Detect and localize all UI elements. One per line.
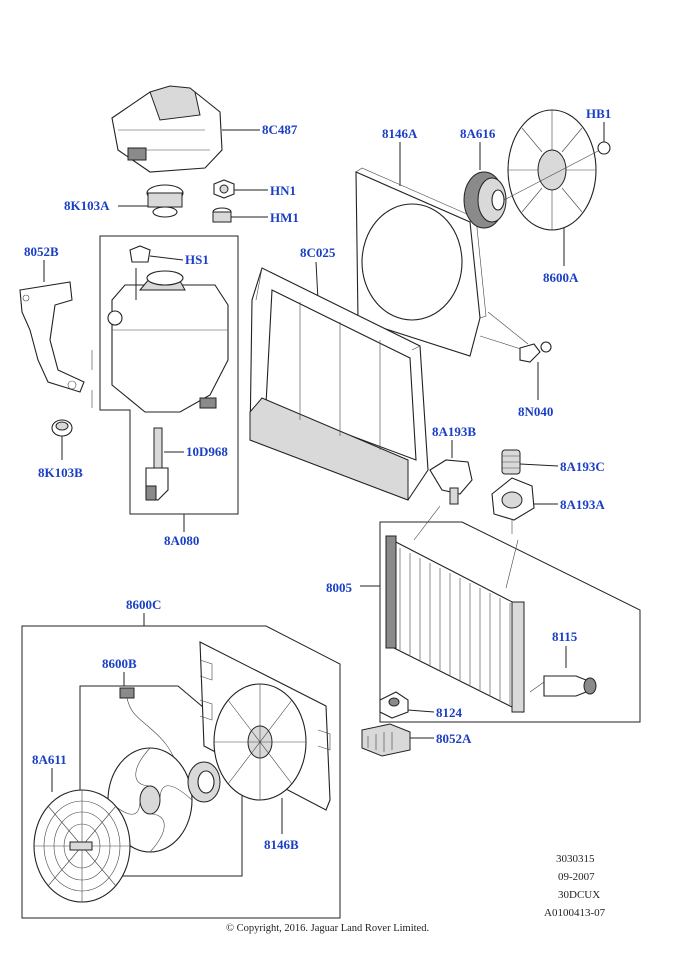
fan-motor-8600b-illustration: [107, 687, 221, 853]
part-label-8A193A: 8A193A: [560, 497, 605, 512]
part-label-8C487: 8C487: [262, 122, 298, 137]
part-label-8A616: 8A616: [460, 126, 496, 141]
viscous-coupling-illustration: [463, 171, 507, 229]
part-label-10D968: 10D968: [186, 444, 228, 459]
fan-cowl-8146a-illustration: [355, 167, 487, 357]
mount-8a193a-illustration: [491, 477, 558, 534]
sensor-8124-illustration: [379, 691, 435, 719]
grommet-8k103b-illustration: [51, 419, 73, 460]
part-label-8052B: 8052B: [24, 244, 59, 259]
mounting-bracket-8a193b-illustration: [429, 459, 473, 505]
part-label-8K103B: 8K103B: [38, 465, 83, 480]
level-sensor-10d968-illustration: [145, 427, 184, 501]
part-label-8600C: 8600C: [126, 597, 161, 612]
expansion-tank-illustration: [107, 268, 229, 413]
bracket-8052b-illustration: [19, 281, 85, 393]
part-label-HB1: HB1: [586, 106, 611, 121]
part-label-8124: 8124: [436, 705, 463, 720]
part-label-8A080: 8A080: [164, 533, 199, 548]
part-label-8A193B: 8A193B: [432, 424, 476, 439]
part-label-8K103A: 8K103A: [64, 198, 110, 213]
part-label-8N040: 8N040: [518, 404, 553, 419]
nut-hn1-illustration: [213, 179, 268, 199]
part-label-8146B: 8146B: [264, 837, 299, 852]
radiator-group-box: [379, 521, 641, 723]
radiator-8005-illustration: [385, 535, 525, 713]
expansion-tank-upper-illustration: [111, 85, 260, 173]
drain-plug-8115-illustration: [529, 675, 597, 697]
part-label-8146A: 8146A: [382, 126, 418, 141]
reference-line-1: 3030315: [556, 853, 595, 865]
fan-guard-8a611-illustration: [33, 789, 131, 903]
part-label-HN1: HN1: [270, 183, 296, 198]
resistor-8052a-illustration: [361, 723, 434, 757]
part-label-8005: 8005: [326, 580, 353, 595]
diagram-reference-block: 3030315 09-2007 30DCUX A0100413-07: [544, 853, 606, 919]
fan-shroud-8146b-illustration: [199, 641, 331, 811]
part-label-HS1: HS1: [185, 252, 209, 267]
part-label-8600A: 8600A: [543, 270, 579, 285]
reference-line-4: A0100413-07: [544, 907, 606, 919]
clip-8n040-illustration: [519, 341, 552, 400]
reference-line-3: 30DCUX: [558, 889, 600, 901]
copyright-notice: © Copyright, 2016. Jaguar Land Rover Lim…: [226, 923, 429, 934]
part-label-8052A: 8052A: [436, 731, 472, 746]
bolt-hb1-illustration: [597, 122, 611, 155]
radiator-frame-illustration: [249, 267, 429, 501]
fan-blade-8600a-illustration: [503, 109, 601, 231]
part-label-8115: 8115: [552, 629, 578, 644]
part-label-8C025: 8C025: [300, 245, 336, 260]
part-label-8600B: 8600B: [102, 656, 137, 671]
sensor-hs1-illustration: [129, 245, 184, 263]
tank-assembly-group-box: [99, 235, 239, 515]
electric-fan-group-box: [21, 625, 341, 919]
filler-cap-illustration: [118, 184, 184, 218]
part-label-8A611: 8A611: [32, 752, 67, 767]
part-label-HM1: HM1: [270, 210, 299, 225]
part-label-8A193C: 8A193C: [560, 459, 605, 474]
grommet-hm1-illustration: [212, 207, 268, 223]
spring-8a193c-illustration: [501, 449, 559, 475]
reference-line-2: 09-2007: [558, 871, 595, 883]
